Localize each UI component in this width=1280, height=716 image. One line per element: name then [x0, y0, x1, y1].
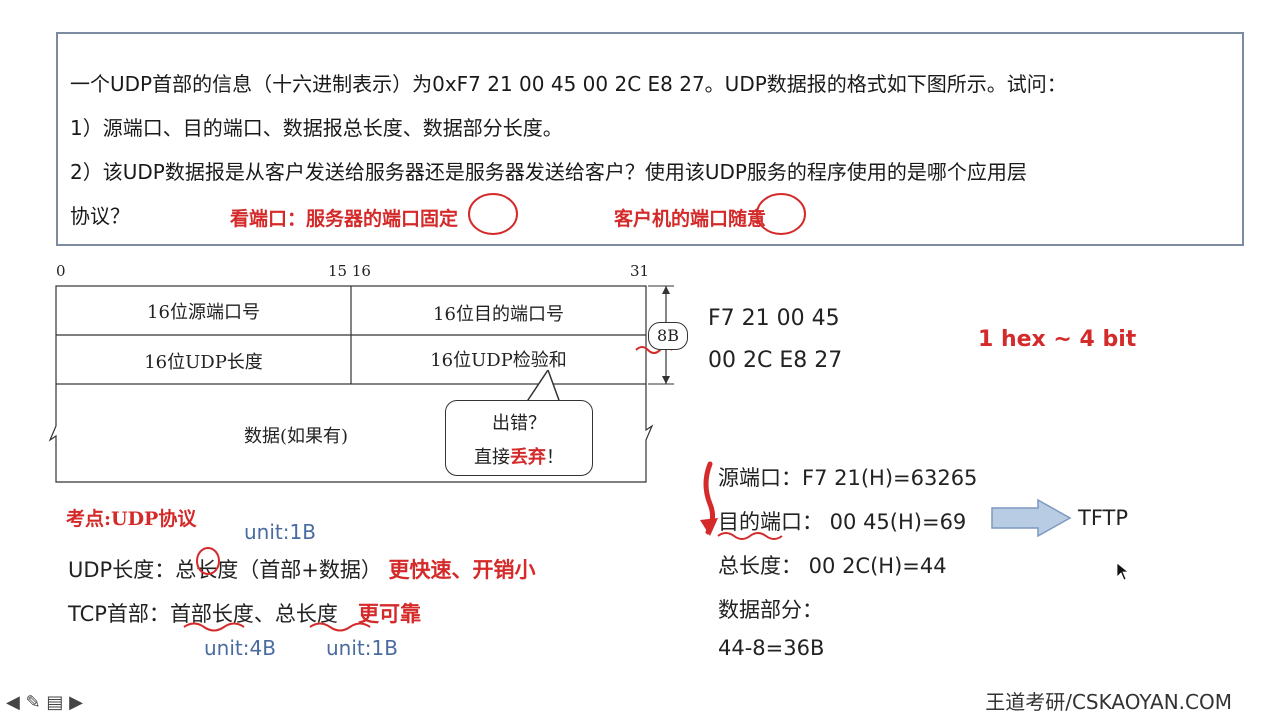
annotation-underline-dst	[717, 532, 783, 540]
question-box: 一个UDP首部的信息（十六进制表示）为0xF7 21 00 45 00 2C E…	[56, 32, 1244, 246]
annotation-underline-tcp	[183, 622, 371, 632]
hint-client-port: 客户机的端口随意	[614, 208, 767, 230]
question-line-2: 1）源端口、目的端口、数据报总长度、数据部分长度。	[70, 116, 563, 140]
error-callout: 出错？ 直接丢弃！	[445, 400, 593, 476]
hex-bit-note: 1 hex ~ 4 bit	[978, 327, 1137, 352]
annotation-circle-random	[756, 193, 806, 235]
kaodian-label: 考点:UDP协议	[66, 508, 197, 530]
arrow-right-icon	[991, 498, 1072, 538]
field-data: 数据(如果有)	[243, 426, 349, 447]
bit-tick-15-16: 15 16	[328, 262, 371, 280]
unit-1b-bottom: unit:1B	[326, 636, 398, 660]
udp-length-line: UDP长度：总长度（首部+数据） 更快速、开销小	[68, 558, 536, 582]
hex-row-1: F7 21 00 45	[708, 306, 840, 331]
annotation-circle-fixed	[468, 193, 518, 235]
tcp-header-line: TCP首部：首部长度、总长度 更可靠	[68, 602, 421, 626]
size-label-8b: 8B	[648, 322, 688, 350]
prev-slide-icon[interactable]: ◀	[6, 692, 20, 713]
hint-server-port: 看端口：服务器的端口固定	[230, 208, 459, 230]
unit-4b: unit:4B	[204, 636, 276, 660]
callout-pointer	[524, 370, 562, 404]
answer-protocol-tftp: TFTP	[1078, 506, 1129, 530]
callout-line-1: 出错？	[492, 413, 546, 434]
field-udp-length: 16位UDP长度	[144, 352, 263, 373]
slide-nav-controls[interactable]: ◀ ✎ ▤ ▶	[6, 692, 83, 713]
next-slide-icon[interactable]: ▶	[69, 692, 83, 713]
question-line-1: 一个UDP首部的信息（十六进制表示）为0xF7 21 00 45 00 2C E…	[70, 72, 1067, 96]
annotation-circle-total	[196, 547, 220, 575]
answer-data-label: 数据部分：	[718, 598, 823, 622]
field-udp-checksum: 16位UDP检验和	[430, 350, 567, 371]
field-destination-port: 16位目的端口号	[433, 304, 564, 325]
bit-tick-0: 0	[56, 262, 66, 280]
annotation-red-arrow	[700, 461, 718, 536]
answer-source-port: 源端口：F7 21(H)=63265	[718, 466, 978, 490]
callout-line-2: 直接丢弃！	[474, 447, 564, 468]
answer-total-length: 总长度： 00 2C(H)=44	[718, 554, 947, 578]
brand-watermark: 王道考研/CSKAOYAN.COM	[985, 690, 1232, 714]
question-line-3: 2）该UDP数据报是从客户发送给服务器还是服务器发送给客户？使用该UDP服务的程…	[70, 160, 1027, 184]
field-source-port: 16位源端口号	[147, 302, 260, 323]
mouse-cursor-icon	[1116, 562, 1130, 581]
bit-tick-31: 31	[630, 262, 650, 280]
question-line-4: 协议？	[70, 204, 130, 228]
menu-icon[interactable]: ▤	[46, 692, 64, 713]
answer-data-length: 44-8=36B	[718, 636, 825, 660]
hex-row-2: 00 2C E8 27	[708, 348, 843, 373]
pen-icon[interactable]: ✎	[25, 692, 41, 713]
unit-1b-top: unit:1B	[244, 520, 316, 544]
answer-destination-port: 目的端口： 00 45(H)=69	[718, 510, 967, 534]
